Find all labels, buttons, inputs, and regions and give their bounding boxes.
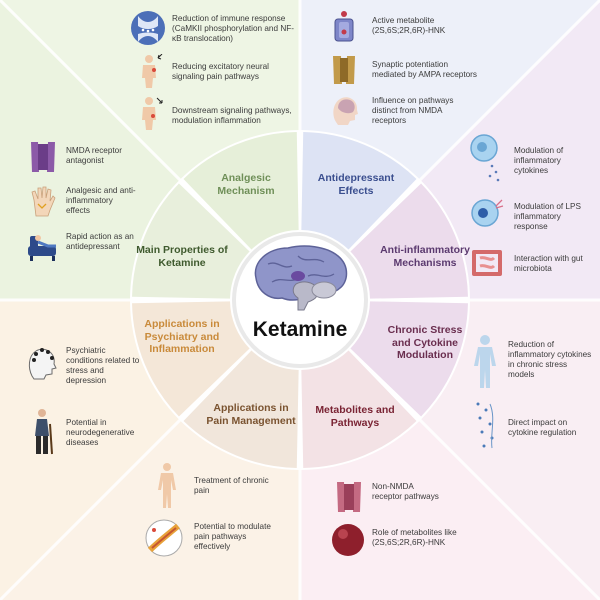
intestine-icon [472, 250, 502, 276]
ring-wedge-anti-inflammatory [350, 183, 468, 299]
item-active-metabolite: Active metabolite (2S,6S;2R,6R)-HNK [372, 16, 446, 35]
item-synaptic-potentiation: Synaptic potentiation mediated by AMPA r… [372, 60, 477, 79]
person-resting-icon [28, 235, 56, 261]
ring-wedge-main-properties [132, 183, 250, 299]
segment-anti-inflammatory: Anti-inflammatory Mechanisms [380, 244, 470, 269]
ring-wedge-antidepressant [301, 132, 417, 250]
segment-analgesic: Analgesic Mechanism [217, 172, 275, 197]
item-non-nmda-pathways: Non-NMDA receptor pathways [372, 482, 439, 501]
ring-wedge-psychiatry [132, 301, 250, 417]
cell-icon [470, 134, 500, 182]
item-cytokine-regulation: Direct impact on cytokine regulation [508, 418, 577, 437]
human-figure-icon [158, 463, 176, 508]
head-eeg-icon [28, 348, 57, 380]
synapse-icon [131, 11, 165, 45]
item-downstream-signaling: Downstream signaling pathways, modulatio… [172, 106, 292, 125]
segment-antidepressant: Antidepressant Effects [317, 172, 395, 197]
ring-wedge-analgesic [183, 132, 299, 250]
body-signal-icon [142, 97, 163, 130]
item-psychiatric-conditions: Psychiatric conditions related to stress… [66, 346, 140, 385]
item-analgesic-effects: Analgesic and anti-inflammatory effects [66, 186, 136, 215]
cytokine-dots-icon [476, 402, 494, 449]
ring-wedges [132, 132, 468, 468]
head-brain-icon [333, 97, 358, 125]
human-body-icon [474, 335, 496, 388]
ring-wedge-pain-management [183, 350, 299, 468]
center-title: Ketamine [252, 318, 348, 341]
hand-pain-icon [31, 186, 56, 217]
body-pain-icon [142, 54, 163, 88]
item-distinct-pathways: Influence on pathways distinct from NMDA… [372, 96, 454, 125]
lps-cell-icon [471, 199, 504, 227]
metabolite-sphere-icon [332, 524, 364, 556]
ring-wedge-metabolites [301, 350, 417, 468]
segment-psychiatry: Applications in Psychiatry and Inflammat… [144, 318, 220, 355]
item-lps-response: Modulation of LPS inflammatory response [514, 202, 581, 231]
nmda-receptor-icon [31, 142, 55, 172]
item-neurodegenerative: Potential in neurodegenerative diseases [66, 418, 135, 447]
ampa-receptor-icon [333, 56, 355, 84]
receptor-icon [337, 482, 361, 512]
item-nmda-antagonist: NMDA receptor antagonist [66, 146, 122, 165]
segment-chronic-stress: Chronic Stress and Cytokine Modulation [387, 324, 463, 361]
segment-metabolites: Metabolites and Pathways [315, 404, 395, 429]
brain-icon [254, 245, 348, 311]
nerve-fiber-icon [145, 519, 183, 557]
item-excitatory-signaling: Reducing excitatory neural signaling pai… [172, 62, 269, 81]
item-role-of-metabolites: Role of metabolites like (2S,6S;2R,6R)-H… [372, 528, 457, 547]
segment-main-properties: Main Properties of Ketamine [136, 244, 228, 269]
item-rapid-action: Rapid action as an antidepressant [66, 232, 134, 251]
item-immune-response: Reduction of immune response (CaMKII pho… [172, 14, 294, 43]
item-modulate-pain-pathways: Potential to modulate pain pathways effe… [194, 522, 271, 551]
segment-pain-management: Applications in Pain Management [206, 402, 296, 427]
item-chronic-stress-models: Reduction of inflammatory cytokines in c… [508, 340, 592, 379]
item-modulation-cytokines: Modulation of inflammatory cytokines [514, 146, 564, 175]
item-gut-microbiota: Interaction with gut microbiota [514, 254, 583, 273]
item-chronic-pain: Treatment of chronic pain [194, 476, 269, 495]
ring-wedge-chronic-stress [350, 301, 468, 417]
elderly-person-icon [35, 409, 53, 455]
metabolite-vial-icon [334, 11, 354, 42]
